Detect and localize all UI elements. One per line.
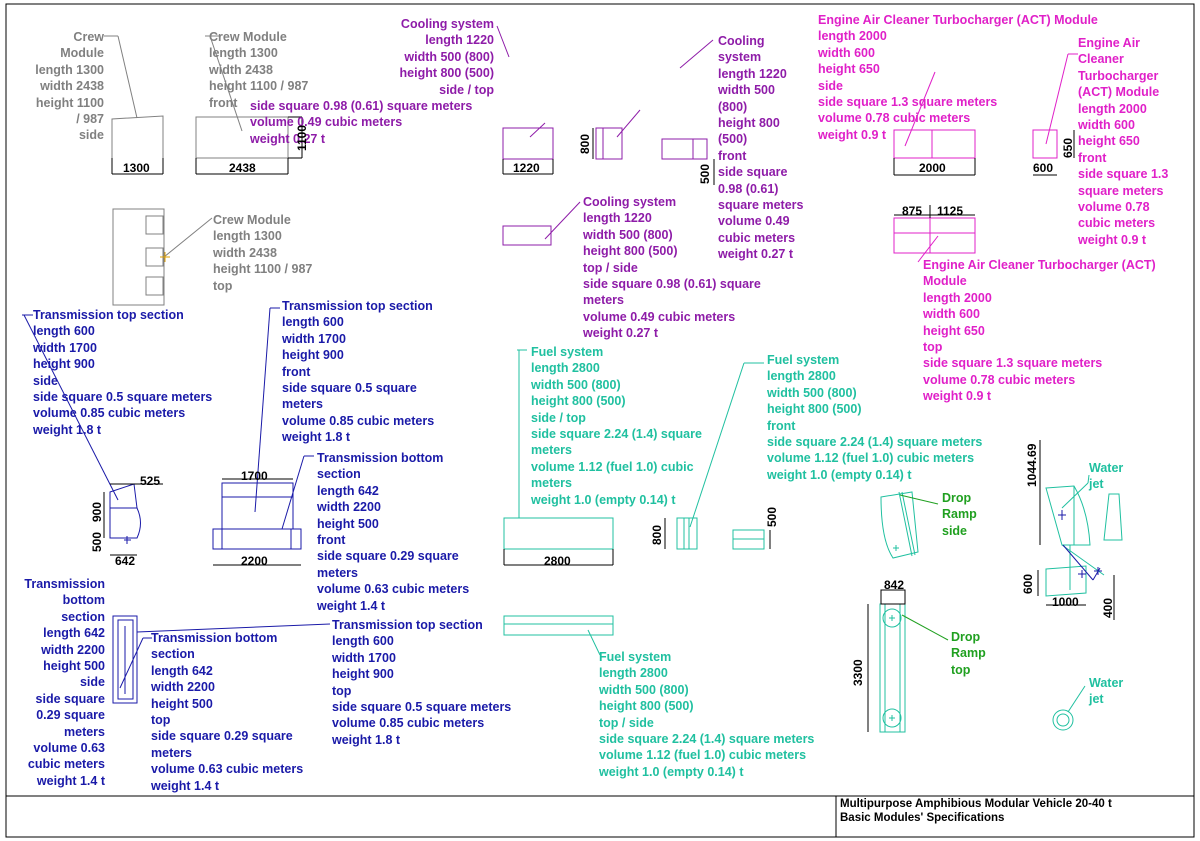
dim-642: 642 [115, 554, 136, 568]
drop-ramp-top-label: Drop Ramp top [951, 630, 986, 677]
cooling-side-top-label: Cooling system length 1220 width 500 (80… [399, 17, 494, 97]
transmission-top-top-label: Transmission top section length 600 widt… [332, 618, 512, 747]
dim-2800: 2800 [544, 554, 571, 568]
transmission-dims [103, 478, 301, 566]
crew-module-dims [111, 116, 303, 175]
dim-900: 900 [90, 501, 104, 522]
act-module-dims [893, 130, 1075, 218]
dim-1300: 1300 [123, 161, 150, 175]
dim-2200: 2200 [241, 554, 268, 568]
fuel-side-top-label: Fuel system length 2800 width 500 (800) … [531, 345, 702, 507]
water-jet-dims [1037, 440, 1115, 620]
act-top-label: Engine Air Cleaner Turbocharger (ACT) Mo… [923, 258, 1156, 404]
cooling-system-geometry [496, 25, 714, 246]
transmission-geometry [22, 307, 331, 704]
drop-ramp-dims [867, 589, 906, 732]
dim-1100: 1100 [295, 124, 309, 151]
dim-600-waterjet: 600 [1021, 573, 1035, 594]
transmission-bottom-top-label: Transmission bottom section length 642 w… [151, 631, 304, 793]
dim-800-fuel: 800 [650, 524, 664, 545]
dim-2438: 2438 [229, 161, 256, 175]
dim-650: 650 [1061, 137, 1075, 158]
dim-500-transmission: 500 [90, 531, 104, 552]
cooling-top-side-label: Cooling system length 1220 width 500 (80… [583, 195, 761, 341]
transmission-top-front-label: Transmission top section length 600 widt… [282, 299, 435, 445]
fuel-top-side-label: Fuel system length 2800 width 500 (800) … [599, 650, 815, 779]
fuel-front-label: Fuel system length 2800 width 500 (800) … [767, 353, 983, 482]
crew-module-front-label: Crew Module length 1300 width 2438 heigh… [209, 30, 309, 110]
cooling-front-label: Cooling system length 1220 width 500 (80… [718, 34, 804, 262]
dim-875: 875 [902, 204, 923, 218]
crew-module-side-label: Crew Module length 1300 width 2438 heigh… [35, 30, 104, 143]
dim-1000: 1000 [1052, 595, 1079, 609]
dim-500-fuel: 500 [765, 506, 779, 527]
act-side-label: Engine Air Cleaner Turbocharger (ACT) Mo… [818, 13, 1098, 142]
drop-ramp-leaders [899, 494, 949, 641]
water-jet-side-label: Water jet [1089, 461, 1124, 492]
dim-600-act: 600 [1033, 161, 1054, 175]
transmission-bottom-side-label: Transmission bottom section length 642 w… [24, 577, 105, 788]
fuel-system-dims [503, 518, 771, 566]
dim-1125: 1125 [937, 204, 964, 218]
water-jet-geometry [1045, 474, 1123, 731]
dim-1700: 1700 [241, 469, 268, 483]
title-block-line1: Multipurpose Amphibious Modular Vehicle … [840, 798, 1112, 810]
dim-3300: 3300 [851, 659, 865, 686]
cooling-system-dims [502, 128, 715, 185]
drawing-frame [5, 3, 1195, 838]
water-jet-navy [1058, 510, 1102, 581]
title-block-line2: Basic Modules' Specifications [840, 812, 1005, 824]
dim-525: 525 [140, 474, 161, 488]
cooling-side-top-extra: side square 0.98 (0.61) square meters vo… [250, 99, 473, 146]
dim-500-cooling: 500 [698, 163, 712, 184]
dim-2000: 2000 [919, 161, 946, 175]
drop-ramp-side-label: Drop Ramp side [942, 491, 977, 538]
dim-800-cooling: 800 [578, 133, 592, 154]
crew-module-top-label: Crew Module length 1300 width 2438 heigh… [213, 213, 313, 293]
dim-400: 400 [1101, 597, 1115, 618]
transmission-top-side-label: Transmission top section length 600 widt… [33, 308, 213, 437]
crew-module-marker [160, 252, 170, 262]
transmission-bottom-front-label: Transmission bottom section length 642 w… [317, 451, 470, 613]
dim-1220: 1220 [513, 161, 540, 175]
fuel-system-geometry [503, 349, 765, 656]
drop-ramp-geometry [879, 491, 919, 733]
act-module-geometry [893, 53, 1078, 263]
dim-1044-69: 1044.69 [1025, 443, 1039, 487]
water-jet-top-label: Water jet [1089, 676, 1124, 707]
dim-842: 842 [884, 578, 905, 592]
act-front-label: Engine Air Cleaner Turbocharger (ACT) Mo… [1078, 36, 1169, 247]
